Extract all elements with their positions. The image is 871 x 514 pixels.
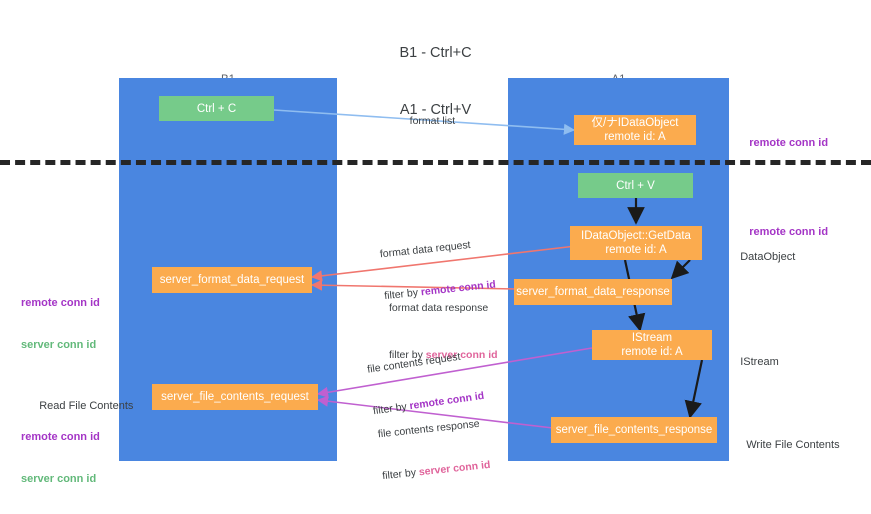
annotation-left-bottom-server: server conn id [21,473,97,485]
box-getdata-label: IDataObject::GetData [581,230,691,242]
box-server-format-data-response[interactable]: server_format_data_response [514,279,672,305]
edge-label-format-list: format list [398,100,456,142]
edge-label-format-data-request-text: format data request [379,238,472,261]
annotation-left-mid-server: server conn id [21,339,97,351]
annotation-left-read-file-contents: Read File Contents [27,385,133,427]
box-istream[interactable]: IStream remote id: A [592,330,712,360]
edge-label-format-data-response-text: format data response [389,302,489,314]
diagram-canvas: B1 - Ctrl+C A1 - Ctrl+V B1 connection A1… [0,45,871,485]
box-istream-remote-id: remote id: A [621,346,683,358]
box-server-file-contents-request[interactable]: server_file_contents_request [152,384,318,410]
box-server-format-data-request-label: server_format_data_request [159,274,305,286]
edge-label-format-list-text: format list [409,115,456,127]
edge-label-file-contents-response-text: file contents response [377,417,481,441]
box-server-file-contents-request-label: server_file_contents_request [161,391,309,403]
annotation-right-top-text: remote conn id [749,137,829,149]
box-ctrl-c[interactable]: Ctrl + C [159,96,274,121]
box-ctrl-v[interactable]: Ctrl + V [578,173,693,198]
box-ctrl-v-label: Ctrl + V [616,179,655,192]
annotation-left-mid-remote: remote conn id [21,297,100,309]
box-getdata-remote-id: remote id: A [605,244,667,256]
annotation-right-dataobject-text: DataObject [740,251,796,263]
box-ctrl-c-label: Ctrl + C [196,102,237,115]
annotation-right-getdata-text: remote conn id [749,226,829,238]
phase-divider [0,160,871,165]
edge-label-file-contents-response-filter: filter by server conn id [382,458,491,483]
box-server-file-contents-response[interactable]: server_file_contents_response [551,417,717,443]
annotation-right-write-file-contents-text: Write File Contents [746,439,840,451]
diagram-title-line1: B1 - Ctrl+C [399,45,472,61]
annotation-left-read-file-contents-text: Read File Contents [39,400,134,412]
annotation-right-write-file-contents: Write File Contents [734,424,840,466]
box-idataobject-remote-id: remote id: A [604,131,666,143]
annotation-left-conn-ids-bottom: remote conn id server conn id [21,402,100,514]
annotation-right-remote-conn-id-top: remote conn id [737,122,828,164]
annotation-left-conn-ids-mid: remote conn id server conn id [21,268,100,380]
annotation-right-istream-text: IStream [740,356,779,368]
box-idataobject[interactable]: 仅/ナIDataObject remote id: A [574,115,696,145]
box-idataobject-getdata[interactable]: IDataObject::GetData remote id: A [570,226,702,260]
box-idataobject-label: 仅/ナIDataObject [591,117,679,129]
annotation-right-remote-conn-id-getdata: remote conn id [737,211,828,253]
annotation-left-bottom-remote: remote conn id [21,431,100,443]
edge-label-file-contents-request-text: file contents request [366,350,462,376]
box-server-file-contents-response-label: server_file_contents_response [555,424,713,436]
box-istream-label: IStream [631,332,673,344]
annotation-right-dataobject: DataObject [728,236,795,278]
box-server-format-data-request[interactable]: server_format_data_request [152,267,312,293]
filter-key-4: server conn id [418,458,491,479]
box-server-format-data-response-label: server_format_data_response [516,286,670,298]
annotation-right-istream: IStream [728,341,779,383]
edge-label-file-contents-response: file contents response filter by server … [374,388,494,511]
filter-prefix-4: filter by [381,466,420,483]
